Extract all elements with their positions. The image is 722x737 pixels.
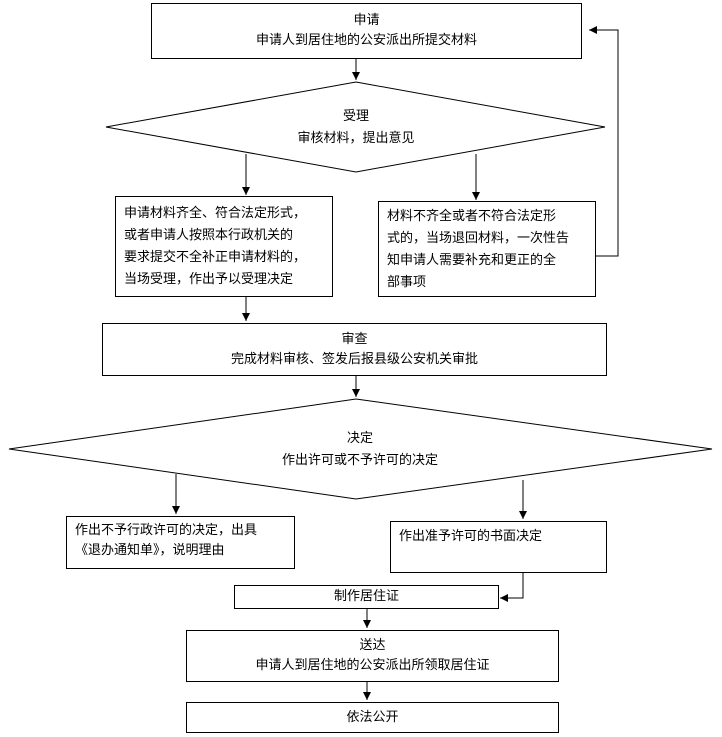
decide-diamond-text: 决定 作出许可或不予许可的决定	[210, 426, 510, 474]
accept-ok-box: 申请材料齐全、符合法定形式， 或者申请人按照本行政机关的 要求提交不全补正申请材…	[115, 196, 333, 297]
accept-ok-line: 或者申请人按照本行政机关的	[124, 228, 294, 243]
decide-diamond	[8, 398, 713, 500]
publish-text: 依法公开	[346, 709, 399, 725]
make-box: 制作居住证	[234, 585, 499, 609]
review-desc: 完成材料审核、签发后报县级公安机关审批	[230, 351, 478, 367]
grant-box: 作出准予许可的书面决定	[390, 521, 607, 573]
accept-reject-box: 材料不齐全或者不符合法定形 式的，当场退回材料，一次性告 知申请人需要补充和更正…	[378, 201, 596, 297]
deny-line: 《退办通知单》，说明理由	[75, 543, 225, 558]
accept-title: 受理	[342, 109, 369, 124]
accept-reject-line: 知申请人需要补充和更正的全	[387, 253, 557, 268]
make-text: 制作居住证	[333, 589, 399, 604]
accept-reject-line: 材料不齐全或者不符合法定形	[387, 209, 557, 224]
accept-diamond-text: 受理 审核材料，提出意见	[206, 104, 506, 152]
deny-box: 作出不予行政许可的决定，出具 《退办通知单》，说明理由	[66, 516, 295, 569]
accept-reject-line: 部事项	[387, 275, 427, 290]
review-box: 审查 完成材料审核、签发后报县级公安机关审批	[102, 323, 607, 376]
decide-title: 决定	[346, 431, 373, 446]
accept-diamond	[105, 81, 606, 173]
review-title: 审查	[341, 331, 368, 347]
accept-ok-line: 申请材料齐全、符合法定形式，	[124, 206, 307, 221]
apply-title: 申请	[353, 13, 380, 28]
deny-line: 作出不予行政许可的决定，出具	[75, 523, 258, 538]
deliver-box: 送达 申请人到居住地的公安派出所领取居住证	[186, 630, 559, 682]
accept-ok-line: 当场受理，作出予以受理决定	[124, 272, 294, 287]
publish-box: 依法公开	[186, 702, 559, 733]
apply-desc: 申请人到居住地的公安派出所提交材料	[255, 33, 477, 48]
decide-desc: 作出许可或不予许可的决定	[281, 453, 438, 468]
apply-box: 申请 申请人到居住地的公安派出所提交材料	[151, 3, 582, 59]
deliver-desc: 申请人到居住地的公安派出所领取居住证	[255, 658, 490, 673]
arrow-reject-to-apply	[589, 26, 619, 257]
grant-text: 作出准予许可的书面决定	[399, 529, 543, 544]
deliver-title: 送达	[359, 638, 386, 653]
accept-ok-line: 要求提交不全补正申请材料的，	[124, 250, 307, 265]
accept-desc: 审核材料，提出意见	[297, 131, 415, 146]
accept-reject-line: 式的，当场退回材料，一次性告	[387, 231, 570, 246]
arrow-grant-to-make	[500, 573, 524, 602]
